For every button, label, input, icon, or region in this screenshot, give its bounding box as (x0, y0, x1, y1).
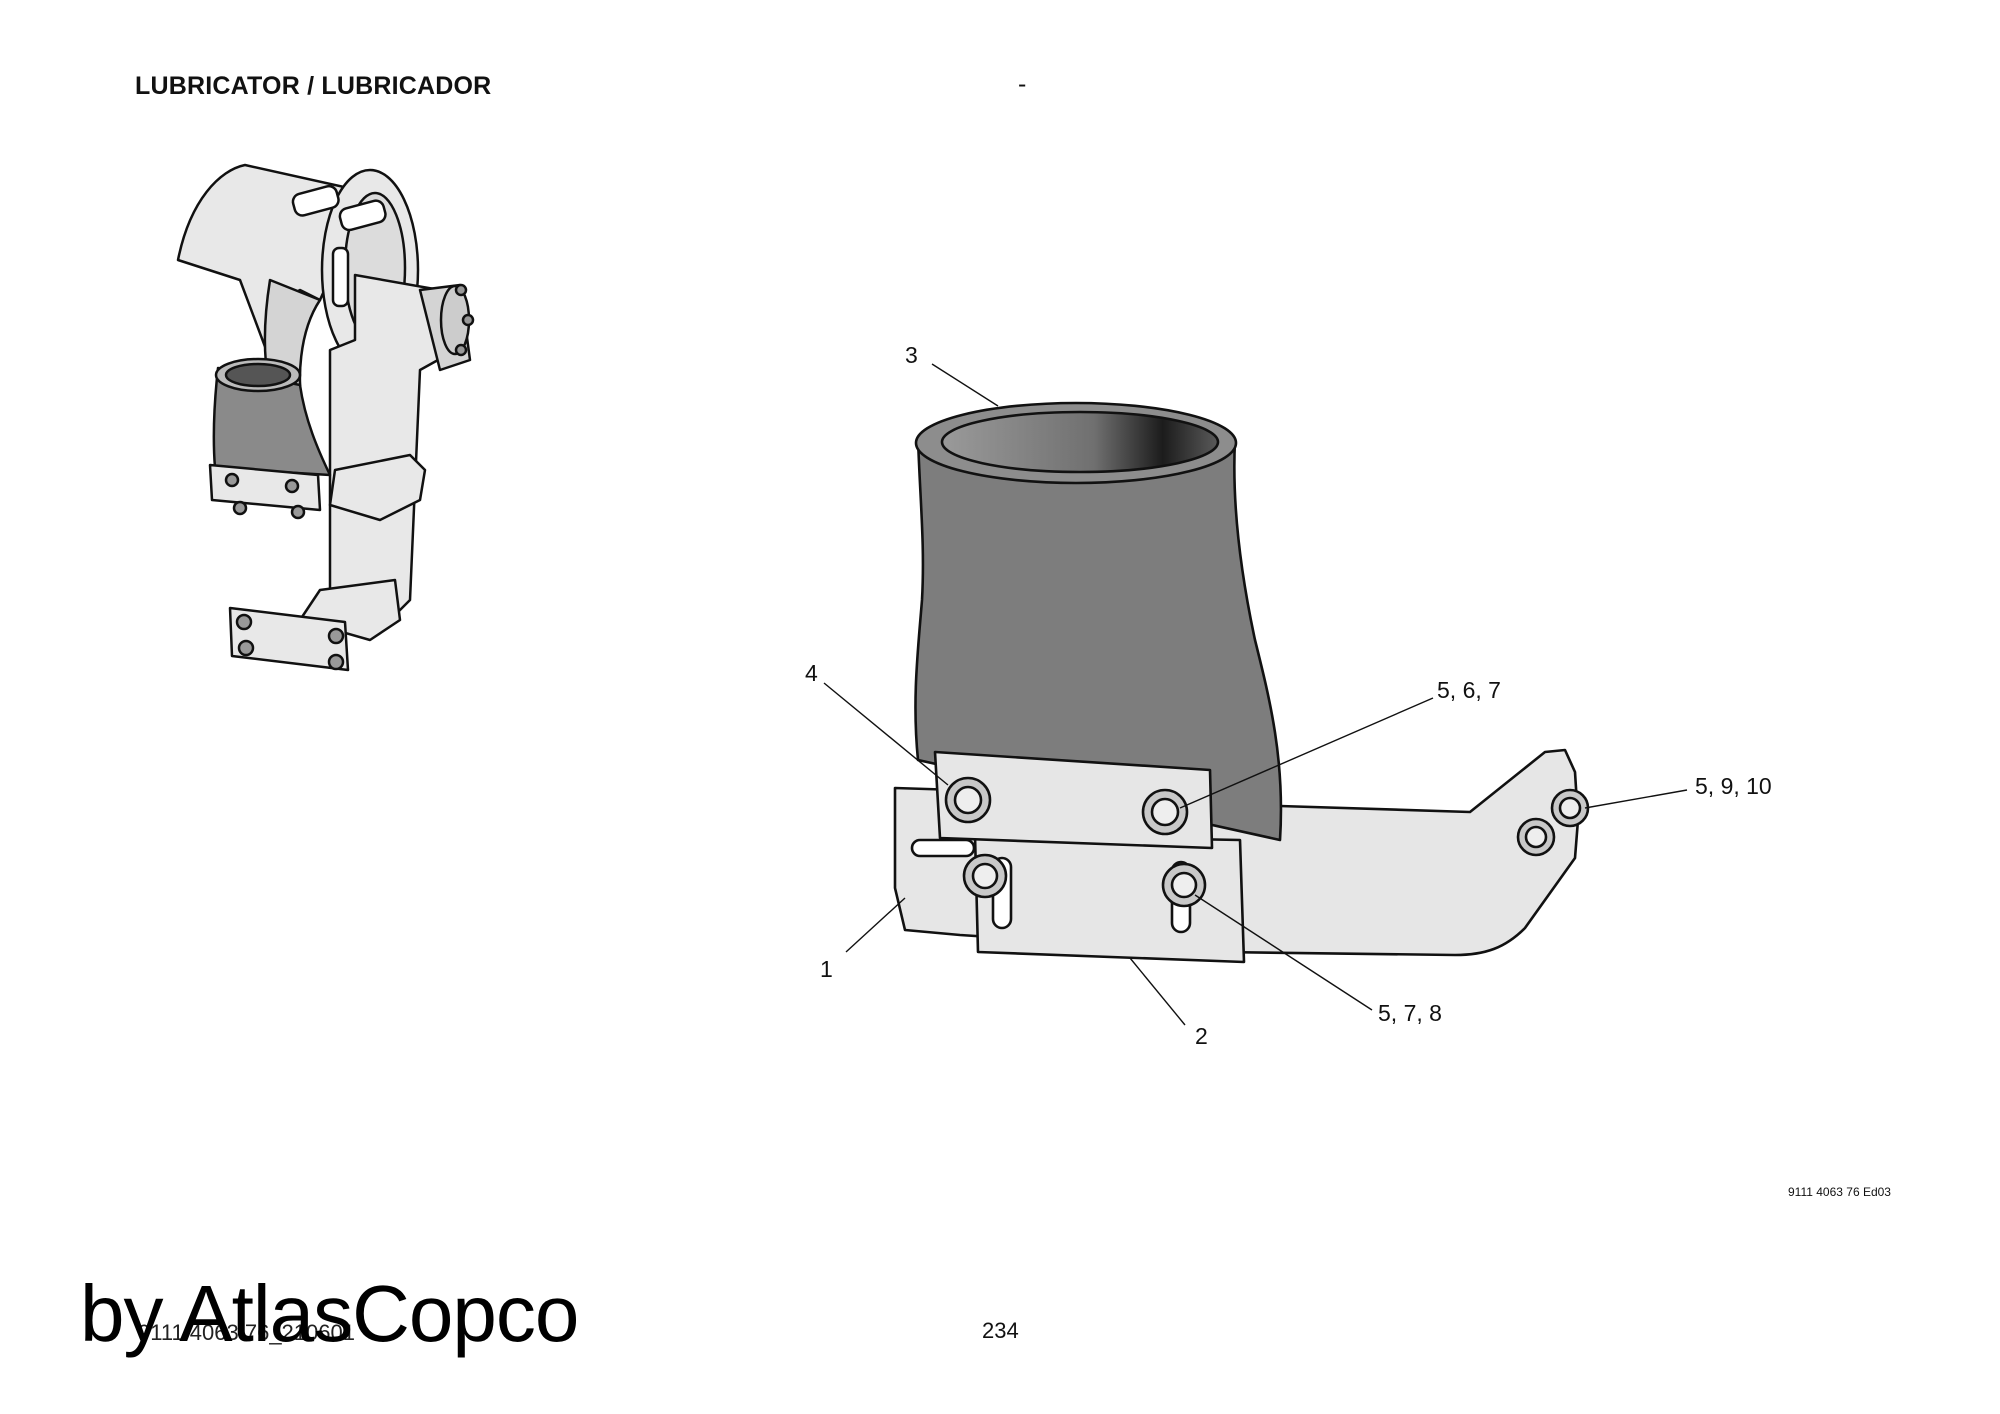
overview-bracket (328, 453, 427, 522)
overview-foot-plate (228, 606, 350, 672)
callout-1: 1 (820, 956, 833, 982)
leader-lines (823, 363, 1688, 1026)
document-reference: 9111 4063 76 Ed03 (1788, 1185, 1891, 1199)
callout-5-7-8: 5, 7, 8 (1378, 1000, 1442, 1026)
watermark-text: by AtlasCopco (80, 1269, 579, 1358)
part-1-slot (910, 838, 976, 858)
part-3-bell (914, 436, 1283, 842)
page-title: LUBRICATOR / LUBRICADOR (135, 72, 492, 100)
bolts (944, 776, 1590, 908)
part-2-plate (973, 833, 1246, 964)
callout-2: 2 (1195, 1023, 1208, 1049)
part-4-plate (933, 750, 1214, 850)
callout-4: 4 (805, 660, 818, 686)
header-center-mark: - (1018, 70, 1027, 98)
callout-5-6-7: 5, 6, 7 (1437, 677, 1501, 703)
callout-3: 3 (905, 342, 918, 368)
page-number: 234 (982, 1318, 1019, 1343)
footer-file-code: 9111 4063 76_210601 (138, 1320, 355, 1345)
callout-5-9-10: 5, 9, 10 (1695, 773, 1772, 799)
